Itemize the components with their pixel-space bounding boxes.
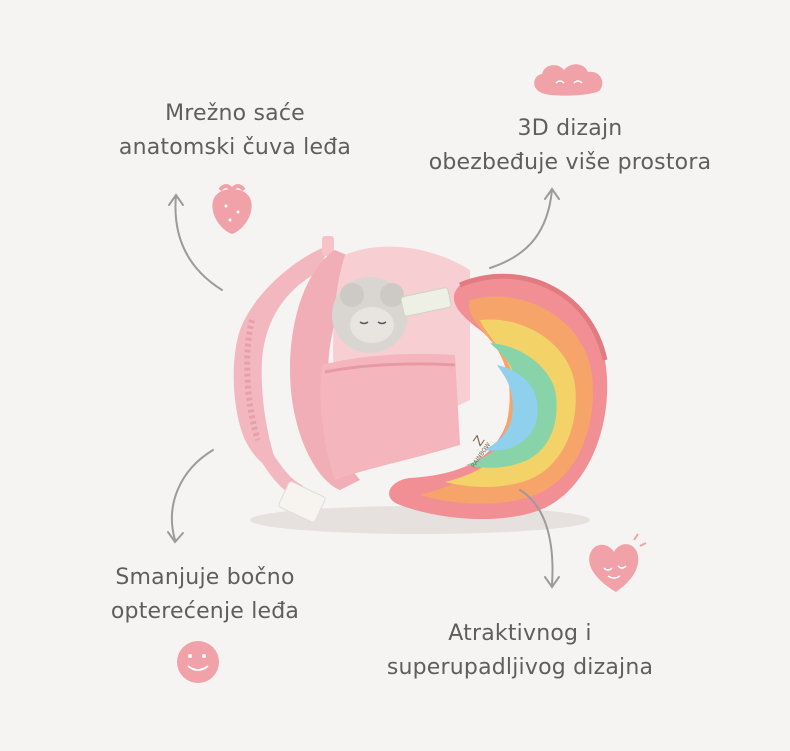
arrow-to-top-left (174, 194, 223, 291)
feature-side-load-line1: Smanjuje bočno (115, 565, 295, 590)
feature-side-load: Smanjuje bočno opterećenje leđa (75, 561, 335, 629)
feature-3d-design: 3D dizajn obezbeđuje više prostora (410, 112, 730, 180)
arrow-to-bottom-left (167, 531, 184, 544)
feature-attractive-line1: Atraktivnog i (448, 621, 592, 646)
feature-3d-design-line1: 3D dizajn (517, 116, 623, 141)
heart-doodle-icon (589, 533, 647, 592)
feature-side-load-line2: opterećenje leđa (110, 599, 300, 624)
feature-back-support-line1: Mrežno saće (165, 101, 305, 126)
strawberry-doodle-icon (212, 184, 252, 234)
feature-3d-design-line2: obezbeđuje više prostora (428, 150, 712, 175)
arrows (167, 187, 560, 589)
cloud-doodle-icon (534, 64, 603, 96)
feature-attractive-line2: superupadljivog dizajna (386, 655, 654, 680)
arrow-to-top-right (544, 187, 560, 200)
feature-back-support-line2: anatomski čuva leđa (118, 135, 352, 160)
feature-attractive-design: Atraktivnog i superupadljivog dizajna (360, 617, 680, 685)
backpack-image: Z RAINBOW (233, 236, 608, 523)
smiley-doodle-icon (177, 641, 219, 683)
arrow-to-bottom-right (544, 576, 560, 589)
feature-back-support: Mrežno saće anatomski čuva leđa (95, 97, 375, 165)
